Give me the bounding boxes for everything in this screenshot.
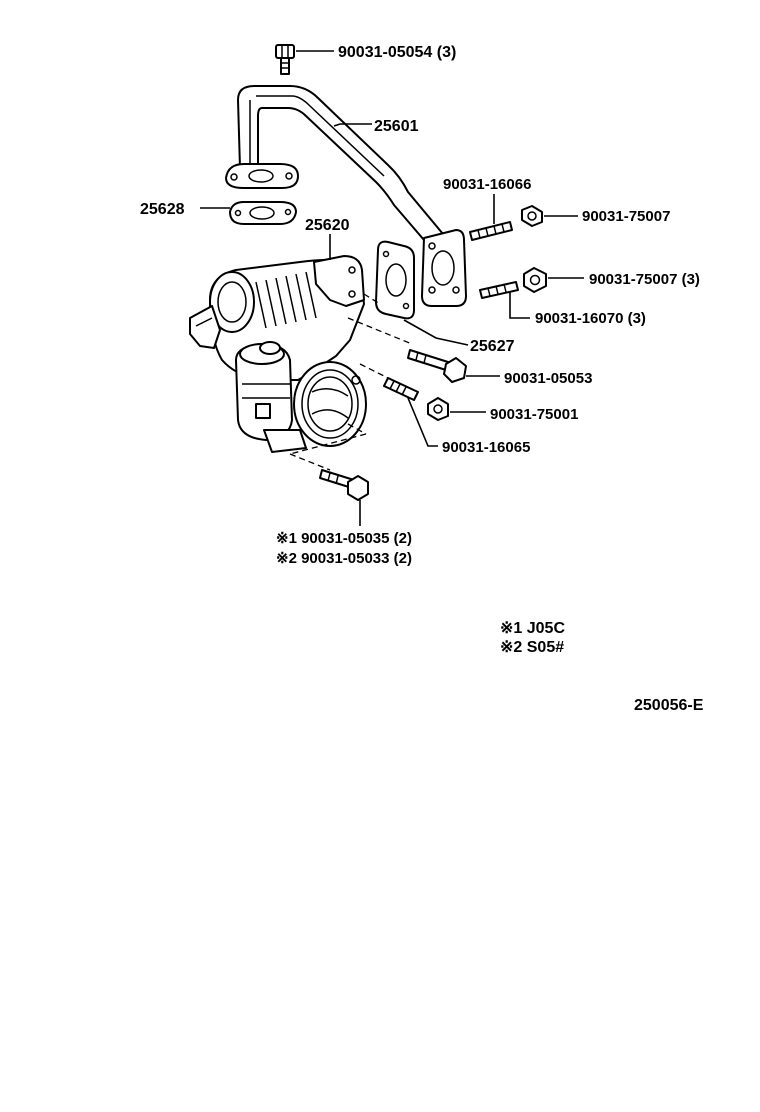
assembly-dash-lines bbox=[289, 293, 413, 471]
leader-stud-mid bbox=[509, 292, 530, 319]
bolt-bottom-graphic bbox=[319, 469, 369, 501]
pipe-graphic bbox=[225, 85, 467, 307]
stud-lower-graphic bbox=[383, 377, 419, 401]
label-gasket-right: 25627 bbox=[470, 338, 515, 355]
diagram-id: 250056-E bbox=[634, 697, 704, 714]
note-2: ※2 S05# bbox=[500, 639, 564, 656]
label-nut-upper: 90031-75007 bbox=[582, 208, 670, 225]
leader-gasket-right bbox=[403, 319, 469, 346]
nut-upper-graphic bbox=[521, 205, 543, 227]
label-bolt-mid: 90031-05053 bbox=[504, 370, 592, 387]
gasket-right-graphic bbox=[375, 240, 415, 320]
stud-upper-graphic bbox=[469, 221, 513, 241]
label-gasket-left: 25628 bbox=[140, 201, 185, 218]
bolt-mid-graphic bbox=[407, 349, 467, 383]
label-throttle-body: 25620 bbox=[305, 217, 350, 234]
stud-mid-graphic bbox=[479, 281, 519, 299]
label-bolt-bottom-1: ※1 90031-05035 (2) bbox=[276, 530, 412, 547]
label-bolt-bottom-2: ※2 90031-05033 (2) bbox=[276, 550, 412, 567]
label-stud-lower: 90031-16065 bbox=[442, 439, 530, 456]
gasket-left-graphic bbox=[229, 201, 297, 225]
bolt-top-graphic bbox=[275, 44, 295, 75]
label-stud-upper: 90031-16066 bbox=[443, 176, 531, 193]
throttle-body-graphic bbox=[189, 255, 367, 453]
nut-mid-graphic bbox=[523, 267, 547, 293]
nut-lower-graphic bbox=[427, 397, 449, 421]
label-bolt-top: 90031-05054 (3) bbox=[338, 44, 456, 61]
note-1: ※1 J05C bbox=[500, 620, 565, 637]
label-nut-lower: 90031-75001 bbox=[490, 406, 578, 423]
label-nut-mid: 90031-75007 (3) bbox=[589, 271, 700, 288]
label-stud-mid: 90031-16070 (3) bbox=[535, 310, 646, 327]
label-pipe: 25601 bbox=[374, 118, 419, 135]
leader-stud-lower bbox=[407, 397, 438, 447]
